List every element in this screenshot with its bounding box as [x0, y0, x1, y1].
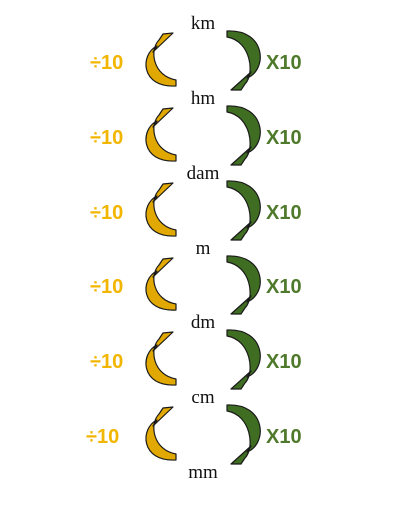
- unit-km: km: [190, 13, 216, 34]
- curved-arrow-down-icon: [226, 255, 261, 315]
- multiply-label: X10: [266, 51, 302, 74]
- divide-label: ÷10: [90, 276, 124, 298]
- curved-arrow-up-icon: [145, 257, 177, 311]
- unit-m: m: [195, 238, 211, 259]
- divide-label: ÷10: [90, 126, 124, 149]
- curved-arrow-down-icon: [226, 30, 261, 91]
- multiply-label: X10: [266, 276, 302, 298]
- unit-hm: hm: [190, 88, 216, 109]
- unit-dm: dm: [190, 312, 216, 333]
- unit-cm: cm: [191, 387, 215, 408]
- curved-arrow-up-icon: [145, 182, 177, 237]
- unit-mm: mm: [188, 462, 218, 483]
- curved-arrow-up-icon: [145, 32, 177, 87]
- curved-arrow-up-icon: [145, 107, 177, 162]
- unit-dam: dam: [186, 163, 220, 184]
- multiply-label: X10: [266, 350, 302, 373]
- divide-label: ÷10: [86, 425, 120, 448]
- multiply-label: X10: [266, 201, 302, 224]
- curved-arrow-down-icon: [226, 180, 261, 241]
- curved-arrow-up-icon: [145, 331, 177, 386]
- multiply-label: X10: [266, 425, 302, 448]
- curved-arrow-down-icon: [226, 105, 261, 166]
- divide-label: ÷10: [90, 201, 124, 224]
- curved-arrow-up-icon: [145, 406, 177, 461]
- multiply-label: X10: [266, 126, 302, 149]
- curved-arrow-down-icon: [226, 404, 261, 465]
- curved-arrow-down-icon: [226, 329, 261, 390]
- divide-label: ÷10: [90, 350, 124, 373]
- divide-label: ÷10: [90, 51, 124, 74]
